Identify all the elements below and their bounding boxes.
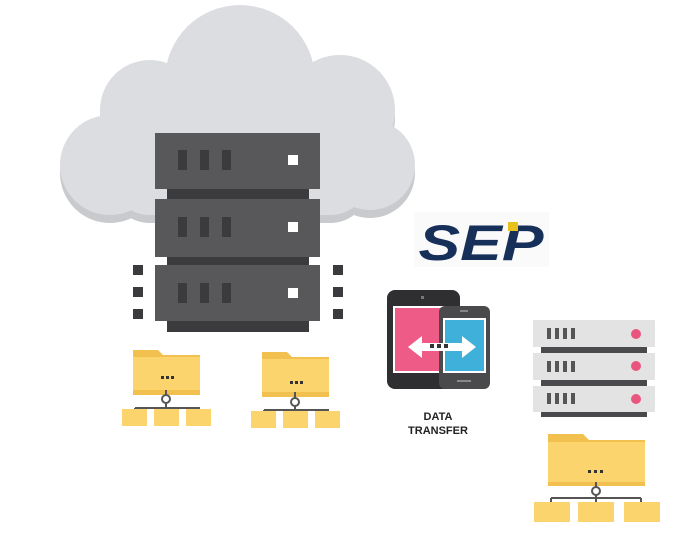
- server-rack-icon: [133, 133, 343, 332]
- data-transfer-caption: DATA TRANSFER: [388, 410, 488, 438]
- caption-line-2: TRANSFER: [408, 425, 468, 437]
- folder-tree-icon-middle: [251, 352, 340, 428]
- folder-tree-icon-right: [534, 434, 660, 522]
- caption-line-1: DATA: [423, 411, 453, 423]
- sep-logo: SEP: [414, 212, 549, 271]
- data-transfer-icon: [387, 290, 490, 389]
- storage-server-icon: [533, 320, 655, 417]
- svg-text:SEP: SEP: [419, 215, 545, 271]
- folder-tree-icon-left: [122, 350, 211, 426]
